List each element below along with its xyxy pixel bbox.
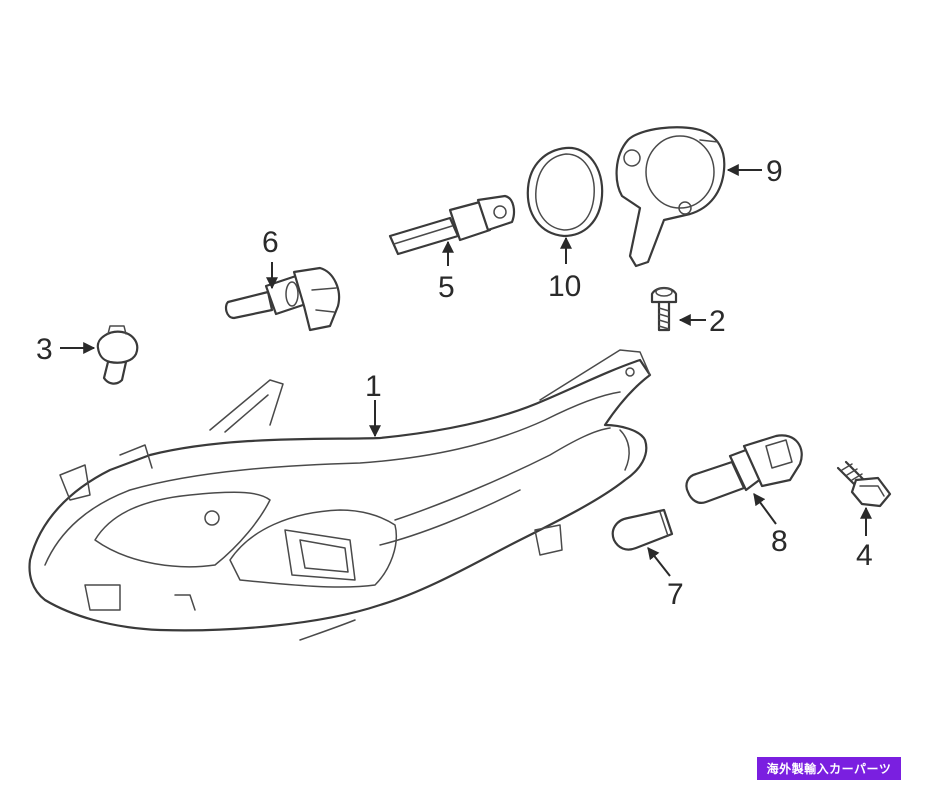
shop-badge: 海外製輸入カーパーツ — [757, 757, 901, 780]
callout-9: 9 — [766, 155, 783, 188]
leader-7 — [647, 547, 671, 577]
leader-8 — [753, 493, 777, 525]
callout-2: 2 — [709, 305, 726, 338]
callout-5: 5 — [438, 271, 455, 304]
leader-lines — [60, 164, 872, 577]
bulb-part-7 — [611, 508, 674, 551]
bolt-part-4 — [836, 460, 892, 508]
bulb-part-6 — [224, 266, 341, 332]
bolt-part-2 — [650, 286, 678, 332]
callout-4: 4 — [856, 539, 873, 572]
callout-labels: 1 2 3 4 5 6 7 8 9 10 — [36, 155, 873, 611]
bulb-part-8 — [685, 434, 803, 504]
clip-part-3 — [96, 325, 139, 385]
callout-3: 3 — [36, 333, 53, 366]
callout-6: 6 — [262, 226, 279, 259]
callout-8: 8 — [771, 525, 788, 558]
callout-10: 10 — [548, 270, 581, 303]
bracket-part-9 — [615, 126, 726, 268]
callout-7: 7 — [667, 578, 684, 611]
callout-1: 1 — [365, 370, 382, 403]
headlamp-assembly-part — [28, 349, 652, 641]
gasket-part-10 — [526, 146, 604, 238]
bulb-part-5 — [388, 194, 516, 256]
